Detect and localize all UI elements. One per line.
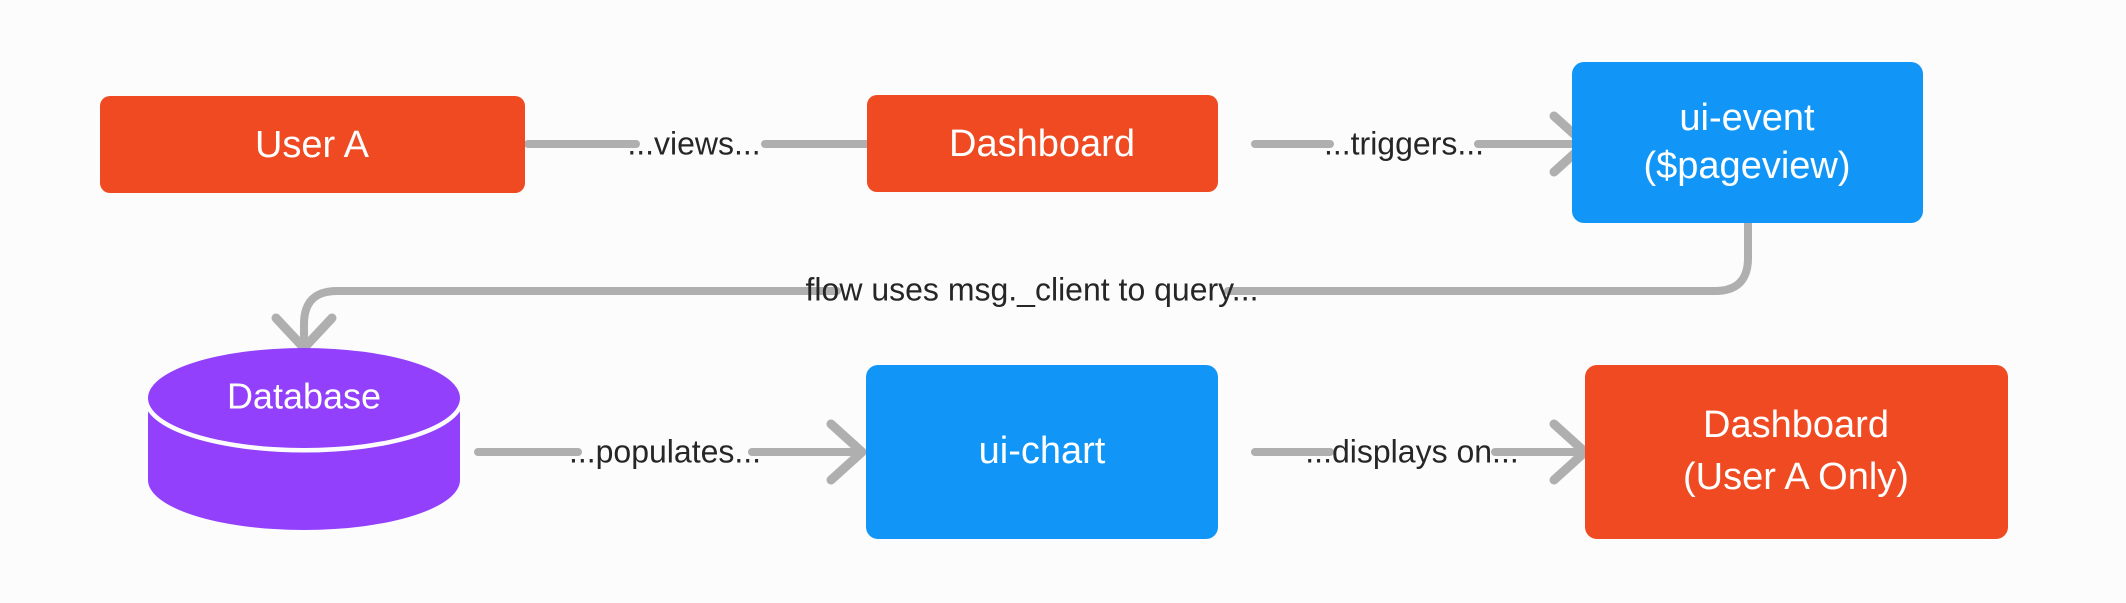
node-dashboard-bottom-shape[interactable] <box>1585 365 2008 539</box>
node-ui-event-label-line2: ($pageview) <box>1644 145 1851 187</box>
node-user-a[interactable]: User A <box>100 96 525 193</box>
edge-triggers: ...triggers... <box>1251 111 1590 177</box>
node-dashboard-top[interactable]: Dashboard <box>867 95 1218 192</box>
edge-query-segment-left <box>300 287 841 352</box>
node-user-a-label: User A <box>255 124 370 166</box>
node-ui-chart[interactable]: ui-chart <box>866 365 1218 539</box>
edge-query-label: flow uses msg._client to query... <box>806 271 1259 307</box>
edge-views-label: ...views... <box>627 125 760 161</box>
node-user-a-shape[interactable] <box>100 96 525 193</box>
node-dashboard-top-label: Dashboard <box>949 123 1135 165</box>
edge-triggers-label: ...triggers... <box>1324 125 1484 161</box>
node-database-label: Database <box>227 376 381 417</box>
edge-displays-on-label: ...displays on... <box>1305 433 1518 469</box>
node-dashboard-bottom-label-line1: Dashboard <box>1703 404 1889 446</box>
edge-query: flow uses msg._client to query... <box>271 218 1752 353</box>
node-dashboard-bottom-label-line2: (User A Only) <box>1683 456 1909 498</box>
node-dashboard-top-shape[interactable] <box>867 95 1218 192</box>
edge-displays-on: ...displays on... <box>1251 419 1590 485</box>
node-database-cap[interactable] <box>148 348 460 448</box>
node-ui-event-shape[interactable] <box>1572 62 1923 223</box>
node-ui-chart-shape[interactable] <box>866 365 1218 539</box>
node-dashboard-bottom[interactable]: Dashboard (User A Only) <box>1585 365 2008 539</box>
edge-query-segment-right <box>1224 218 1752 295</box>
node-ui-event-label-line1: ui-event <box>1679 97 1815 139</box>
node-ui-event[interactable]: ui-event ($pageview) <box>1572 62 1923 223</box>
node-ui-chart-label: ui-chart <box>979 430 1106 472</box>
edge-populates-arrowhead <box>826 419 867 485</box>
node-database[interactable]: Database <box>143 348 465 530</box>
edge-populates: ...populates... <box>474 419 867 485</box>
edge-populates-label: ...populates... <box>569 433 761 469</box>
